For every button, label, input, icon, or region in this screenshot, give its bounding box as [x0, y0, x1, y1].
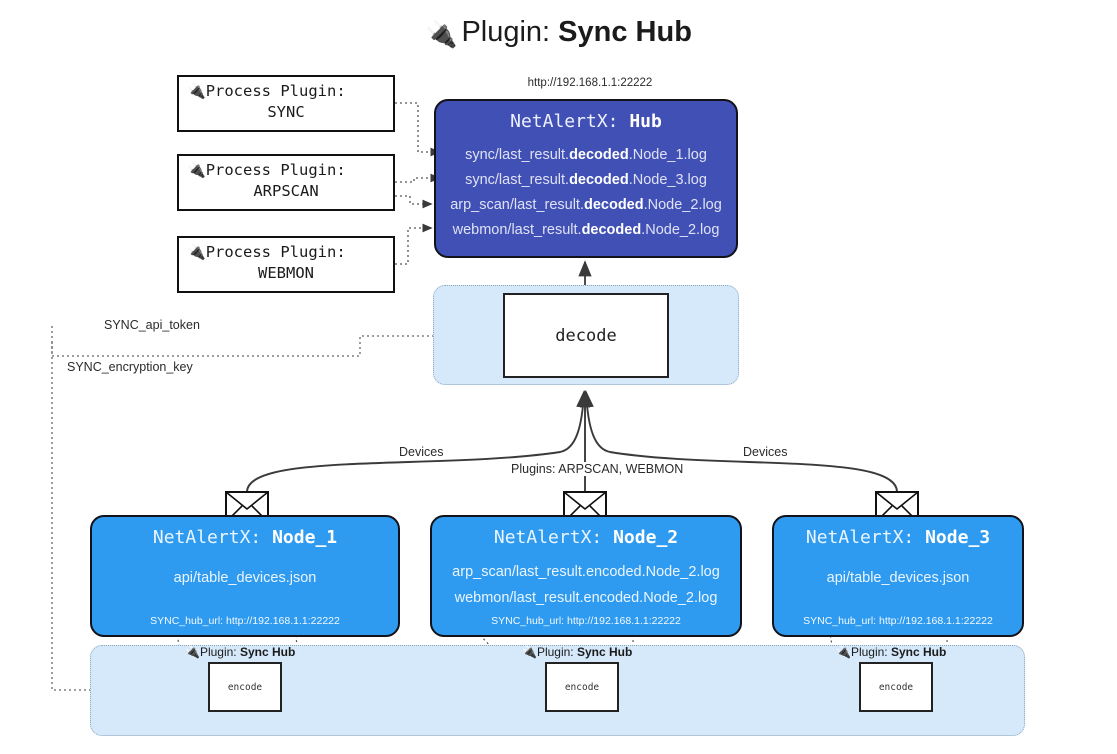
- process-plugin-name: SYNC: [267, 103, 305, 121]
- node-title-name: Node_2: [613, 527, 679, 548]
- log-pre: sync/last_result.: [465, 147, 570, 163]
- decode-box[interactable]: decode: [503, 293, 669, 378]
- encode-label: encode: [227, 681, 263, 693]
- encoder-plugin-prefix: Plugin:: [850, 645, 888, 659]
- node-title-prefix: NetAlertX:: [805, 527, 915, 548]
- hub-url-label: http://192.168.1.1:22222: [527, 77, 653, 89]
- hub-log-line: webmon/last_result.decoded.Node_2.log: [436, 218, 736, 243]
- log-em: decoded: [581, 222, 642, 238]
- encoder-plugin-name: Sync Hub: [240, 645, 296, 659]
- node-line: arp_scan/last_result.encoded.Node_2.log: [452, 564, 720, 580]
- encode-box-node-1[interactable]: encode: [208, 662, 282, 712]
- node-title-name: Node_3: [925, 527, 991, 548]
- process-plugin-label: 🔌Process Plugin:: [187, 243, 389, 261]
- hub-title-prefix: NetAlertX:: [510, 111, 619, 132]
- flow-label-devices-left: Devices: [396, 445, 447, 459]
- process-plugin-name: ARPSCAN: [253, 182, 319, 200]
- hub-title-name: Hub: [629, 111, 662, 132]
- plug-icon: 🔌: [522, 645, 537, 659]
- hub-log-line: arp_scan/last_result.decoded.Node_2.log: [436, 193, 736, 218]
- node-box-node-3[interactable]: NetAlertX: Node_3 api/table_devices.json…: [772, 515, 1024, 637]
- encode-label: encode: [878, 681, 914, 693]
- flow-label-plugins-center: Plugins: ARPSCAN, WEBMON: [508, 462, 687, 476]
- hub-log-list: sync/last_result.decoded.Node_1.log sync…: [436, 143, 736, 243]
- log-em: decoded: [583, 197, 644, 213]
- node-title-prefix: NetAlertX:: [493, 527, 603, 548]
- plug-icon: 🔌: [187, 243, 206, 261]
- node-line: webmon/last_result.encoded.Node_2.log: [454, 590, 718, 606]
- log-pre: sync/last_result.: [465, 172, 570, 188]
- plug-icon: 🔌: [425, 19, 458, 49]
- process-plugin-box-sync[interactable]: 🔌Process Plugin: SYNC: [177, 75, 395, 132]
- log-em: decoded: [569, 172, 629, 188]
- encoder-plugin-prefix: Plugin:: [536, 645, 574, 659]
- node-title-prefix: NetAlertX:: [152, 527, 262, 548]
- node-title-name: Node_1: [272, 527, 338, 548]
- process-plugin-box-webmon[interactable]: 🔌Process Plugin: WEBMON: [177, 236, 395, 293]
- log-post: .Node_2.log: [643, 197, 722, 213]
- process-plugin-title: Process Plugin:: [205, 161, 346, 179]
- log-em: decoded: [569, 147, 629, 163]
- hub-title: NetAlertX: Hub: [436, 111, 736, 132]
- page-title: 🔌Plugin: Sync Hub: [0, 16, 1117, 50]
- encoder-plugin-prefix: Plugin:: [199, 645, 237, 659]
- plug-icon: 🔌: [187, 161, 206, 179]
- encode-label: encode: [564, 681, 600, 693]
- encoder-plugin-label: 🔌Plugin: Sync Hub: [522, 645, 632, 659]
- log-post: .Node_3.log: [628, 172, 707, 188]
- node-box-node-1[interactable]: NetAlertX: Node_1 api/table_devices.json…: [90, 515, 400, 637]
- encode-box-node-2[interactable]: encode: [545, 662, 619, 712]
- node-hub-url: SYNC_hub_url: http://192.168.1.1:22222: [803, 615, 993, 627]
- encoder-plugin-label: 🔌Plugin: Sync Hub: [836, 645, 946, 659]
- process-plugin-label: 🔌Process Plugin:: [187, 161, 389, 179]
- node-title: NetAlertX: Node_1: [92, 527, 398, 548]
- plug-icon: 🔌: [185, 645, 200, 659]
- encoder-plugin-name: Sync Hub: [891, 645, 947, 659]
- process-plugin-box-arpscan[interactable]: 🔌Process Plugin: ARPSCAN: [177, 154, 395, 211]
- process-plugin-title: Process Plugin:: [205, 243, 346, 261]
- hub-log-line: sync/last_result.decoded.Node_3.log: [436, 168, 736, 193]
- node-title: NetAlertX: Node_2: [432, 527, 740, 548]
- hub-box[interactable]: NetAlertX: Hub sync/last_result.decoded.…: [434, 99, 738, 258]
- edge-label-encryption-key: SYNC_encryption_key: [64, 360, 196, 374]
- decode-label: decode: [555, 325, 617, 346]
- node-line-list: arp_scan/last_result.encoded.Node_2.log …: [432, 559, 740, 611]
- hub-log-line: sync/last_result.decoded.Node_1.log: [436, 143, 736, 168]
- node-line: api/table_devices.json: [173, 570, 317, 586]
- log-pre: webmon/last_result.: [452, 222, 582, 238]
- node-box-node-2[interactable]: NetAlertX: Node_2 arp_scan/last_result.e…: [430, 515, 742, 637]
- encoder-plugin-label: 🔌Plugin: Sync Hub: [185, 645, 295, 659]
- node-title: NetAlertX: Node_3: [774, 527, 1022, 548]
- plug-icon: 🔌: [187, 82, 206, 100]
- page-title-name: Sync Hub: [558, 16, 692, 48]
- node-line-list: api/table_devices.json: [774, 565, 1022, 591]
- process-plugin-label: 🔌Process Plugin:: [187, 82, 389, 100]
- encoder-plugin-name: Sync Hub: [577, 645, 633, 659]
- edge-label-api-token: SYNC_api_token: [101, 318, 203, 332]
- log-post: .Node_1.log: [628, 147, 707, 163]
- flow-label-devices-right: Devices: [740, 445, 791, 459]
- plug-icon: 🔌: [836, 645, 851, 659]
- process-plugin-name: WEBMON: [258, 264, 314, 282]
- node-hub-url: SYNC_hub_url: http://192.168.1.1:22222: [491, 615, 681, 627]
- encode-box-node-3[interactable]: encode: [859, 662, 933, 712]
- node-line-list: api/table_devices.json: [92, 565, 398, 591]
- page-title-prefix: Plugin:: [461, 16, 551, 48]
- log-pre: arp_scan/last_result.: [450, 197, 584, 213]
- node-hub-url: SYNC_hub_url: http://192.168.1.1:22222: [150, 615, 340, 627]
- process-plugin-title: Process Plugin:: [205, 82, 346, 100]
- node-line: api/table_devices.json: [826, 570, 970, 586]
- log-post: .Node_2.log: [641, 222, 720, 238]
